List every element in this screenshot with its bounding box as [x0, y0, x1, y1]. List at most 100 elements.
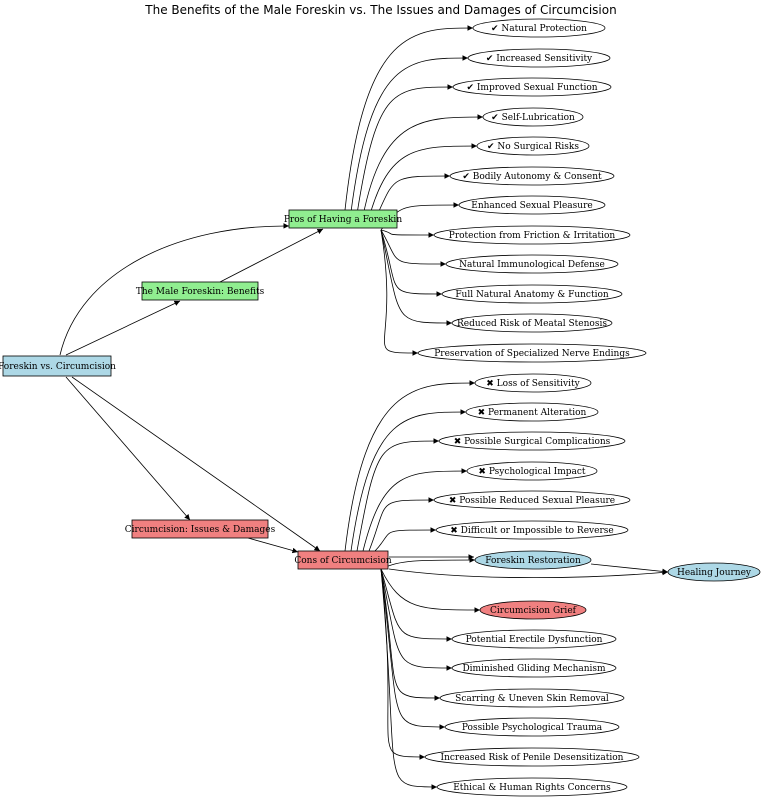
- edge-cons-item-10: [380, 568, 441, 701]
- con-item-11: Possible Psychological Trauma: [444, 717, 620, 737]
- con-item-4-label: ✖ Possible Reduced Sexual Pleasure: [449, 496, 615, 506]
- edge-cons-item-0: [344, 380, 476, 552]
- edge-pros-item-7: [380, 229, 435, 238]
- edge-issues-cons: [247, 537, 299, 554]
- con-item-7: Circumcision Grief: [479, 600, 587, 620]
- benefits-node-box: [141, 281, 259, 301]
- con-item-4-ellipse: [433, 490, 631, 510]
- edge-cons-item-2: [356, 438, 440, 552]
- con-item-8-ellipse: [451, 629, 617, 649]
- pro-item-2-label: ✔ Improved Sexual Function: [466, 83, 597, 93]
- con-item-11-ellipse: [444, 717, 620, 737]
- pro-item-5: ✔ Bodily Autonomy & Consent: [449, 166, 615, 186]
- con-item-6-ellipse: [474, 550, 592, 570]
- edge-root-pros: [59, 223, 290, 356]
- edge-cons-item-1: [350, 409, 467, 552]
- pro-item-4-ellipse: [476, 136, 590, 156]
- con-item-5-ellipse: [435, 520, 629, 540]
- con-item-2: ✖ Possible Surgical Complications: [438, 431, 626, 451]
- diagram-title: The Benefits of the Male Foreskin vs. Th…: [144, 3, 616, 17]
- edge-cons-healing: [388, 568, 669, 579]
- con-item-0-label: ✖ Loss of Sensitivity: [486, 379, 580, 389]
- edges-layer: [59, 25, 669, 790]
- issues-node-label: Circumcision: Issues & Damages: [125, 525, 276, 535]
- con-item-5: ✖ Difficult or Impossible to Reverse: [435, 520, 629, 540]
- pro-item-10-ellipse: [451, 313, 613, 333]
- pro-item-7-label: Protection from Friction & Irritation: [449, 231, 616, 241]
- con-item-9-ellipse: [451, 658, 617, 678]
- pro-item-7-ellipse: [433, 225, 631, 245]
- healing-node-ellipse: [667, 562, 761, 582]
- pro-item-1: ✔ Increased Sensitivity: [467, 48, 611, 68]
- con-item-6-label: Foreskin Restoration: [485, 556, 581, 566]
- pro-item-8-ellipse: [445, 254, 619, 274]
- con-item-0: ✖ Loss of Sensitivity: [474, 373, 592, 393]
- pro-item-4: ✔ No Surgical Risks: [476, 136, 590, 156]
- pros-node-box: [288, 209, 398, 229]
- pro-item-0: ✔ Natural Protection: [472, 18, 606, 38]
- edge-root-issues: [65, 376, 191, 521]
- edge-cons-item-8: [380, 568, 453, 642]
- edge-pros-item-3: [362, 114, 484, 217]
- con-item-12-label: Increased Risk of Penile Desensitization: [441, 753, 624, 763]
- pro-item-0-ellipse: [472, 18, 606, 38]
- edge-root-benefits: [65, 300, 181, 356]
- nodes-layer: Foreskin vs. Circumcision The Male Foresk…: [0, 18, 761, 797]
- con-item-3: ✖ Psychological Impact: [466, 461, 598, 481]
- pro-item-9-label: Full Natural Anatomy & Function: [455, 290, 609, 300]
- cons-node-label: Cons of Circumcision: [294, 556, 391, 566]
- cons-node: Cons of Circumcision: [294, 550, 392, 570]
- con-item-7-label: Circumcision Grief: [490, 606, 577, 616]
- pro-item-1-ellipse: [467, 48, 611, 68]
- benefits-node: The Male Foreskin: Benefits: [136, 281, 265, 301]
- pro-item-3-label: ✔ Self-Lubrication: [491, 113, 575, 123]
- con-item-5-label: ✖ Difficult or Impossible to Reverse: [450, 526, 613, 536]
- con-item-9-label: Diminished Gliding Mechanism: [462, 664, 606, 674]
- healing-node: Healing Journey: [667, 562, 761, 582]
- edge-cons-item-6: [380, 557, 476, 570]
- edge-pros-item-0: [344, 25, 474, 211]
- benefits-node-label: The Male Foreskin: Benefits: [136, 287, 265, 297]
- pro-item-9-ellipse: [441, 284, 623, 304]
- issues-node-box: [131, 519, 269, 539]
- pro-item-5-ellipse: [449, 166, 615, 186]
- pro-item-4-label: ✔ No Surgical Risks: [487, 142, 579, 152]
- root-node: Foreskin vs. Circumcision: [0, 355, 116, 377]
- pro-item-9: Full Natural Anatomy & Function: [441, 284, 623, 304]
- con-item-3-ellipse: [466, 461, 598, 481]
- con-item-6: Foreskin Restoration: [474, 550, 592, 570]
- edge-pros-item-9: [380, 229, 443, 297]
- edge-pros-item-11: [380, 229, 419, 356]
- pro-item-3-ellipse: [482, 107, 584, 127]
- cons-node-box: [297, 550, 389, 570]
- pros-node-label: Pros of Having a Foreskin: [284, 215, 402, 225]
- con-item-11-label: Possible Psychological Trauma: [462, 723, 603, 733]
- con-item-8: Potential Erectile Dysfunction: [451, 629, 617, 649]
- con-item-13: Ethical & Human Rights Concerns: [436, 777, 628, 797]
- healing-node-label: Healing Journey: [677, 568, 752, 578]
- con-item-12: Increased Risk of Penile Desensitization: [424, 747, 640, 767]
- edge-pros-item-8: [380, 229, 447, 267]
- con-item-4: ✖ Possible Reduced Sexual Pleasure: [433, 490, 631, 510]
- con-item-2-label: ✖ Possible Surgical Complications: [454, 437, 611, 447]
- con-item-13-label: Ethical & Human Rights Concerns: [453, 783, 611, 793]
- edge-pros-item-4: [368, 143, 478, 219]
- root-node-label: Foreskin vs. Circumcision: [0, 362, 116, 372]
- con-item-1-ellipse: [465, 402, 599, 422]
- edge-restoration-healing: [590, 563, 669, 575]
- edge-benefits-pros: [219, 228, 324, 283]
- con-item-2-ellipse: [438, 431, 626, 451]
- pro-item-2: ✔ Improved Sexual Function: [452, 77, 612, 97]
- con-item-3-label: ✖ Psychological Impact: [478, 467, 586, 477]
- edge-pros-item-2: [356, 84, 454, 215]
- pro-item-6: Enhanced Sexual Pleasure: [458, 195, 606, 215]
- pro-item-5-label: ✔ Bodily Autonomy & Consent: [462, 172, 602, 182]
- edge-pros-item-5: [374, 173, 451, 221]
- con-item-1: ✖ Permanent Alteration: [465, 402, 599, 422]
- con-item-7-ellipse: [479, 600, 587, 620]
- pro-item-11-label: Preservation of Specialized Nerve Ending…: [434, 349, 630, 359]
- con-item-1-label: ✖ Permanent Alteration: [478, 408, 587, 418]
- edge-cons-item-4: [368, 497, 435, 552]
- con-item-8-label: Potential Erectile Dysfunction: [466, 635, 603, 645]
- pro-item-11-ellipse: [417, 343, 647, 363]
